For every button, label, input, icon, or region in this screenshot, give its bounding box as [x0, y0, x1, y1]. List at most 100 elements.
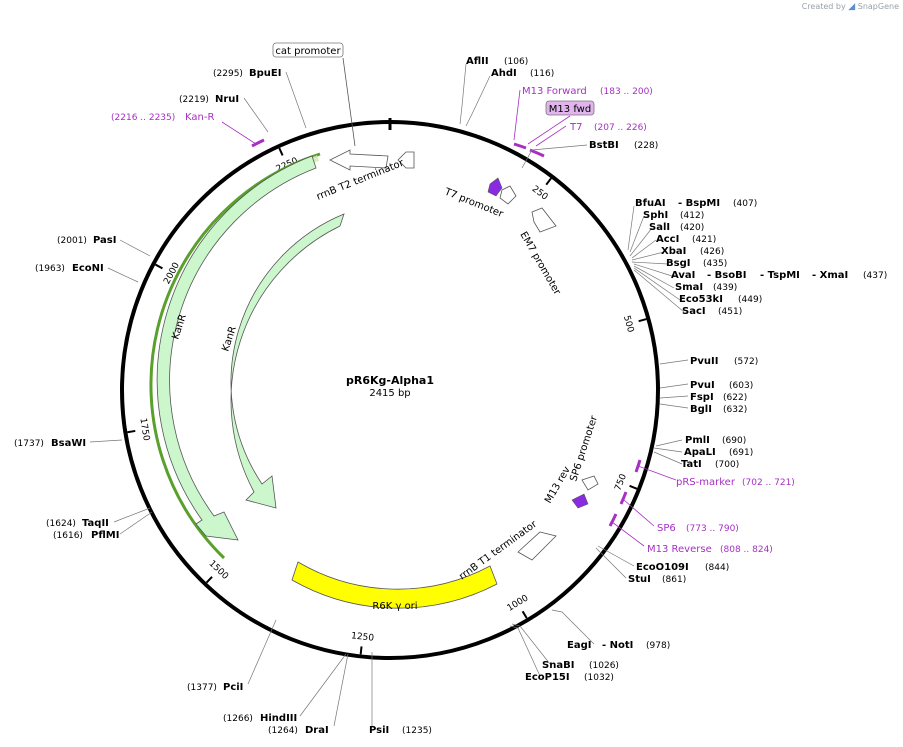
sp6-promoter-arrow	[581, 475, 599, 491]
site-position: (1026)	[589, 661, 619, 671]
ruler-tick	[278, 147, 284, 156]
site-name: BsgI	[666, 258, 690, 269]
site-position: (1737)	[14, 439, 44, 449]
rrnb-t1-arrow	[517, 531, 557, 561]
primer-range: (183 .. 200)	[600, 87, 653, 97]
site-name: SnaBI	[542, 660, 574, 671]
site-position: (861)	[662, 575, 686, 585]
site-name: - NotI	[602, 640, 633, 651]
site-name: - TspMI	[760, 270, 800, 281]
site-position: (106)	[504, 57, 528, 67]
ruler-tick-label: 1250	[351, 631, 375, 643]
site-name: PvuII	[690, 356, 718, 367]
ruler-tick	[545, 177, 552, 186]
site-name: TaqII	[82, 518, 109, 529]
site-position: (228)	[634, 141, 658, 151]
r6k-ori-feature	[291, 561, 498, 609]
kanr-outer-arrow	[156, 155, 317, 541]
site-position: (449)	[738, 295, 762, 305]
site-labels: AflII (106) AhdI (116) BstBI (228) BfuAI…	[14, 56, 887, 736]
t7-promoter-arrow	[487, 177, 503, 197]
t7-mark	[529, 148, 545, 158]
site-name: PmlI	[685, 435, 710, 446]
m13-forward-mark	[513, 142, 527, 150]
site-position: (2295)	[213, 69, 243, 79]
site-name: HindIII	[260, 713, 297, 724]
m13-reverse-leader	[611, 521, 645, 547]
site-position: (572)	[734, 357, 758, 367]
site-name: XbaI	[661, 246, 686, 257]
ruler-tick	[521, 610, 528, 619]
m13-fwd-label: M13 fwd	[549, 104, 591, 115]
primer-name: Kan-R	[185, 112, 214, 123]
site-name: DraI	[305, 725, 329, 736]
site-name: PciI	[223, 682, 243, 693]
site-position: (1266)	[223, 714, 253, 724]
primer-name: pRS-marker	[676, 477, 736, 488]
site-position: (407)	[733, 199, 757, 209]
primer-name: M13 Reverse	[647, 544, 712, 555]
site-name: BsaWI	[51, 438, 86, 449]
site-name: NruI	[215, 94, 239, 105]
kan-r-leader	[221, 121, 257, 145]
cat-promoter-leader	[342, 57, 356, 147]
site-position: (1235)	[402, 726, 432, 736]
site-position: (439)	[713, 283, 737, 293]
site-name: PasI	[93, 235, 116, 246]
site-name: EcoNI	[72, 263, 104, 274]
m13-reverse-mark	[608, 513, 618, 527]
site-position: (691)	[729, 448, 753, 458]
ruler-tick-label: 250	[530, 184, 550, 203]
site-name: SphI	[643, 210, 668, 221]
site-position: (2219)	[179, 95, 209, 105]
site-position: (1264)	[268, 726, 298, 736]
site-name: PsiI	[369, 725, 389, 736]
primer-name: M13 Forward	[522, 86, 587, 97]
cat-promoter-label: cat promoter	[275, 46, 341, 57]
ruler-tick	[638, 318, 647, 323]
primer-name: T7	[569, 122, 582, 133]
site-name: StuI	[628, 574, 651, 585]
site-position: (421)	[692, 235, 716, 245]
site-position: (1624)	[46, 519, 76, 529]
ruler-tick	[629, 484, 638, 490]
site-name: ApaLI	[684, 447, 716, 458]
snapgene-credit: Created by ◢ SnapGene	[802, 2, 899, 12]
site-name: - BsoBI	[707, 270, 746, 281]
site-position: (1616)	[53, 531, 83, 541]
site-position: (1032)	[584, 673, 614, 683]
sp6-mark	[619, 491, 628, 505]
site-name: AccI	[656, 234, 679, 245]
em7-promoter-arrow	[531, 207, 557, 233]
cat-promoter-box	[272, 42, 344, 58]
site-position: (844)	[705, 563, 729, 573]
site-name: BfuAI	[635, 198, 666, 209]
primer-range: (808 .. 824)	[720, 545, 773, 555]
site-name: TatI	[681, 459, 702, 470]
ruler-tick	[154, 263, 163, 270]
ruler-tick	[205, 576, 213, 584]
primer-name: SP6	[657, 523, 676, 534]
r6k-ori-label: R6K γ ori	[372, 601, 417, 612]
created-by-text: Created by	[801, 2, 846, 11]
snapgene-logo-icon: ◢	[848, 2, 856, 12]
ruler-tick	[127, 429, 136, 434]
m13-fwd-leader	[527, 115, 571, 145]
site-position: (426)	[700, 247, 724, 257]
site-position: (420)	[680, 223, 704, 233]
site-position: (412)	[680, 211, 704, 221]
kanr-highlight-line	[149, 152, 321, 560]
plasmid-size: 2415 bp	[369, 388, 410, 399]
primer-range: (207 .. 226)	[594, 123, 647, 133]
m13-rev-label: M13 rev	[543, 465, 573, 506]
ruler-tick	[359, 646, 363, 655]
site-name: AvaI	[671, 270, 695, 281]
kan-r-mark	[251, 138, 265, 148]
site-name: EcoO109I	[636, 562, 689, 573]
sp6-leader	[623, 499, 655, 527]
site-name: FspI	[690, 392, 714, 403]
site-position: (116)	[530, 69, 554, 79]
primer-range: (2216 .. 2235)	[111, 113, 175, 123]
